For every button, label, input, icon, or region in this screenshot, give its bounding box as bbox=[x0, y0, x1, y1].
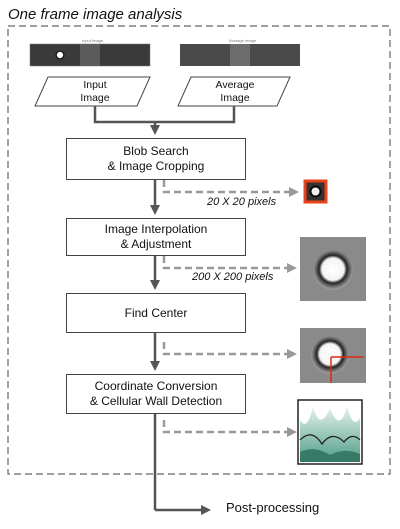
center-image bbox=[300, 328, 366, 383]
post-processing-label: Post-processing bbox=[226, 500, 320, 515]
input-strip-caption: Input Image bbox=[82, 38, 104, 43]
input-image-label: Input Image bbox=[80, 79, 110, 105]
size-label-200: 200 X 200 pixels bbox=[192, 271, 274, 283]
input-image-shape bbox=[34, 76, 151, 107]
interpolated-image bbox=[300, 237, 366, 301]
size-label-20: 20 X 20 pixels bbox=[207, 196, 277, 208]
diagram-title: One frame image analysis bbox=[8, 6, 183, 23]
wall-detection-surface bbox=[297, 399, 363, 465]
step-blob-search: Blob Search & Image Cropping bbox=[66, 138, 246, 180]
step-image-interpolation: Image Interpolation & Adjustment bbox=[66, 218, 246, 256]
step-find-center: Find Center bbox=[66, 293, 246, 333]
dashed-branch-interpolated bbox=[162, 256, 297, 273]
average-strip-caption: Average Image bbox=[229, 38, 257, 43]
dashed-branch-center bbox=[162, 342, 297, 359]
dashed-branch-crop bbox=[162, 180, 299, 197]
step-coordinate-conversion: Coordinate Conversion & Cellular Wall De… bbox=[66, 374, 246, 414]
cropped-image-thumbnail bbox=[303, 179, 328, 204]
input-blob bbox=[55, 50, 65, 60]
dashed-branch-wall bbox=[162, 420, 297, 437]
analysis-frame bbox=[7, 25, 391, 475]
average-image-label: Average Image bbox=[215, 79, 255, 105]
merge-connector bbox=[93, 106, 236, 124]
average-image-shape bbox=[177, 76, 291, 107]
